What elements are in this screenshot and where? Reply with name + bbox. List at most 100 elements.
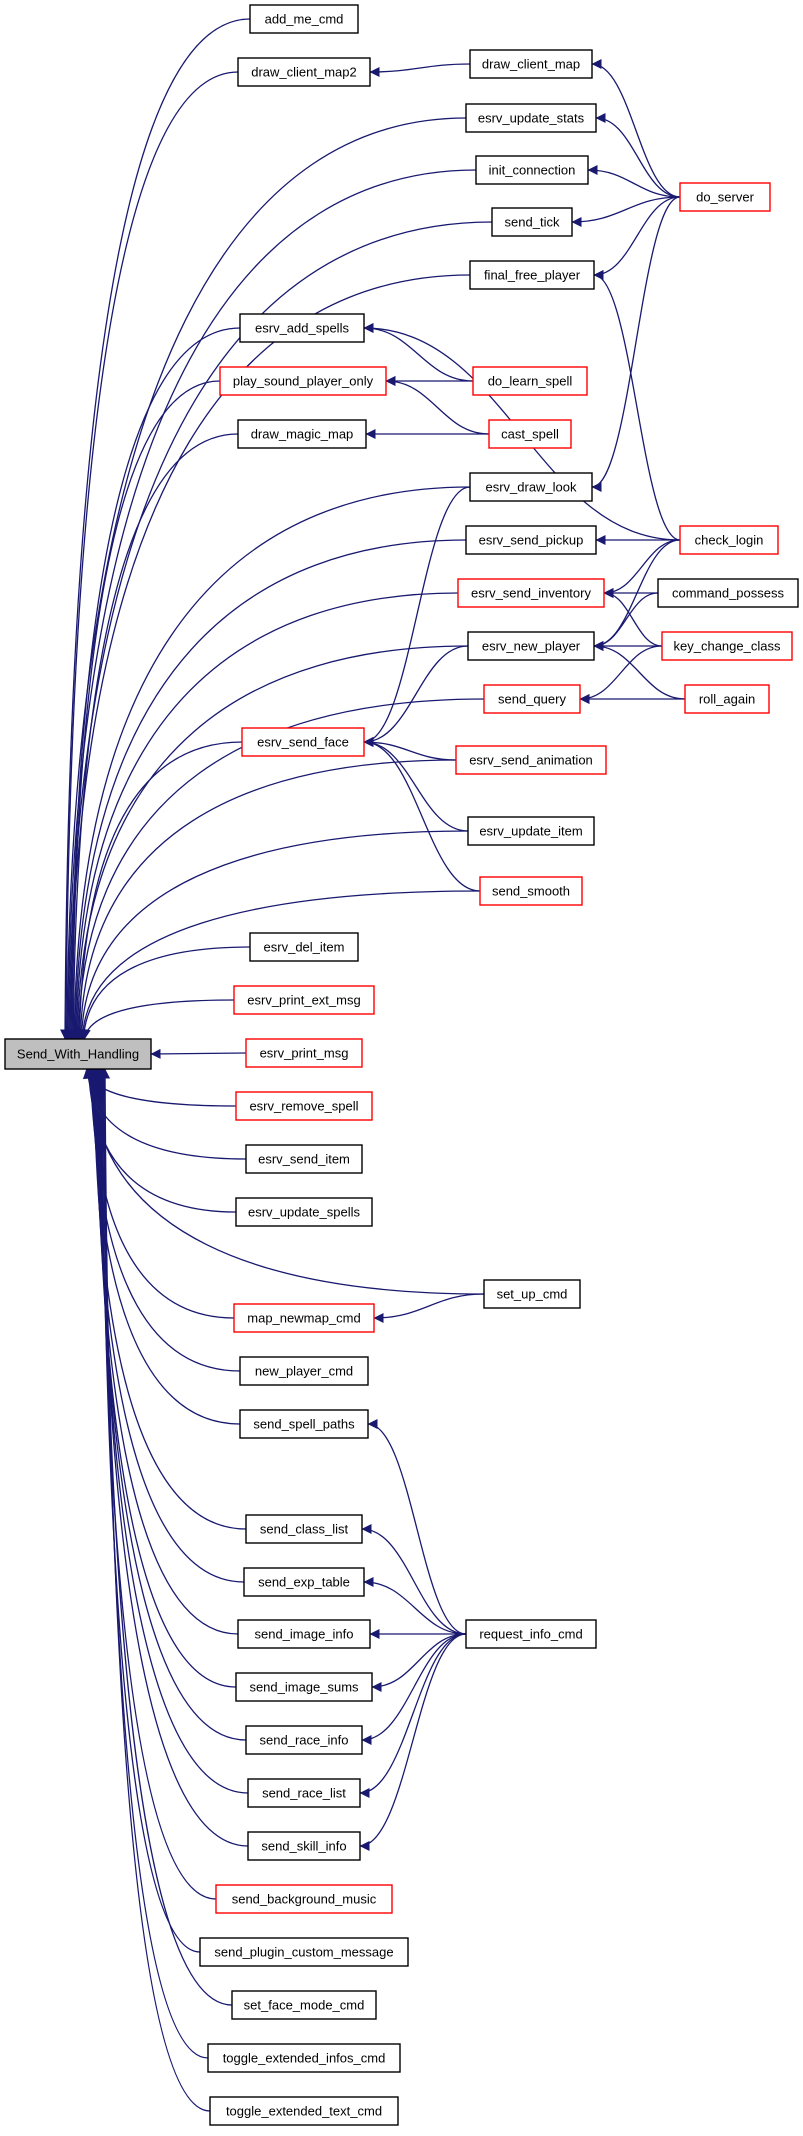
node-do-learn-spell[interactable]: do_learn_spell	[472, 366, 588, 396]
edge-group	[69, 486, 471, 1040]
edge-group	[100, 1068, 211, 2112]
node-draw-magic-map[interactable]: draw_magic_map	[237, 419, 367, 449]
node-esrv-draw-look[interactable]: esrv_draw_look	[469, 472, 593, 502]
edge-group	[595, 113, 681, 198]
node-esrv-del-item[interactable]: esrv_del_item	[249, 932, 359, 962]
node-send-plugin-custom-message[interactable]: send_plugin_custom_message	[199, 1937, 409, 1967]
edge-group	[75, 759, 457, 1040]
node-esrv-print-ext-msg[interactable]: esrv_print_ext_msg	[233, 985, 375, 1015]
edge-group	[79, 946, 251, 1040]
node-send-exp-table[interactable]: send_exp_table	[243, 1567, 365, 1597]
node-box	[239, 313, 365, 343]
node-do-server[interactable]: do_server	[679, 182, 771, 212]
node-command-possess[interactable]: command_possess	[657, 578, 799, 608]
node-label: esrv_del_item	[264, 939, 345, 954]
node-send-tick[interactable]: send_tick	[491, 207, 573, 237]
node-send-smooth[interactable]: send_smooth	[479, 876, 583, 906]
node-esrv-send-pickup[interactable]: esrv_send_pickup	[465, 525, 597, 555]
node-esrv-add-spells[interactable]: esrv_add_spells	[239, 313, 365, 343]
node-init-connection[interactable]: init_connection	[475, 155, 589, 185]
node-label: send_spell_paths	[253, 1416, 355, 1431]
edge-send-spell-paths-to-send-with-handling	[87, 1068, 241, 1425]
node-send-race-list[interactable]: send_race_list	[247, 1778, 361, 1808]
node-label: send_skill_info	[261, 1838, 346, 1853]
node-esrv-new-player[interactable]: esrv_new_player	[467, 631, 595, 661]
edge-key-change-class-to-esrv-send-inventory	[603, 588, 663, 647]
node-box	[457, 578, 605, 608]
node-send-query[interactable]: send_query	[483, 684, 581, 714]
node-box	[237, 419, 367, 449]
node-label: esrv_add_spells	[255, 320, 349, 335]
node-box	[249, 4, 359, 34]
node-cast-spell[interactable]: cast_spell	[488, 419, 572, 449]
edge-do-server-to-draw-client-map	[591, 59, 681, 198]
edge-request-info-cmd-to-send-spell-paths	[367, 1419, 467, 1635]
node-label: roll_again	[699, 691, 755, 706]
node-set-up-cmd[interactable]: set_up_cmd	[483, 1279, 581, 1309]
node-esrv-update-item[interactable]: esrv_update_item	[467, 816, 595, 846]
node-esrv-send-item[interactable]: esrv_send_item	[245, 1144, 363, 1174]
edge-group	[67, 380, 221, 1040]
edge-request-info-cmd-to-send-race-list	[359, 1633, 467, 1798]
edge-esrv-new-player-to-esrv-send-face	[363, 645, 469, 747]
node-esrv-send-face[interactable]: esrv_send_face	[241, 727, 365, 757]
node-esrv-send-inventory[interactable]: esrv_send_inventory	[457, 578, 605, 608]
node-add-me-cmd[interactable]: add_me_cmd	[249, 4, 359, 34]
edge-add-me-cmd-to-send-with-handling	[60, 18, 251, 1040]
node-esrv-send-animation[interactable]: esrv_send_animation	[455, 745, 607, 775]
node-check-login[interactable]: check_login	[679, 525, 779, 555]
node-box	[657, 578, 799, 608]
edge-roll-again-to-esrv-new-player	[593, 641, 686, 700]
node-box	[239, 1356, 369, 1386]
edge-group	[587, 165, 681, 198]
node-label: esrv_send_pickup	[479, 532, 584, 547]
edge-group	[82, 1068, 237, 1107]
node-toggle-extended-infos-cmd[interactable]: toggle_extended_infos_cmd	[207, 2043, 401, 2073]
node-box	[235, 1091, 373, 1121]
edge-do-server-to-send-tick	[571, 196, 681, 227]
node-send-with-handling[interactable]: Send_With_Handling	[4, 1038, 152, 1070]
node-send-image-sums[interactable]: send_image_sums	[235, 1672, 373, 1702]
edge-send-smooth-to-send-with-handling	[77, 890, 481, 1040]
edge-draw-magic-map-to-send-with-handling	[68, 433, 239, 1040]
node-label: esrv_update_spells	[248, 1204, 361, 1219]
edge-init-connection-to-send-with-handling	[63, 169, 477, 1040]
node-esrv-update-stats[interactable]: esrv_update_stats	[465, 103, 597, 133]
node-request-info-cmd[interactable]: request_info_cmd	[465, 1619, 597, 1649]
node-box	[472, 366, 588, 396]
node-set-face-mode-cmd[interactable]: set_face_mode_cmd	[231, 1990, 377, 2020]
node-toggle-extended-text-cmd[interactable]: toggle_extended_text_cmd	[209, 2096, 399, 2126]
node-final-free-player[interactable]: final_free_player	[469, 260, 595, 290]
edge-esrv-print-msg-to-send-with-handling	[150, 1048, 247, 1059]
node-send-class-list[interactable]: send_class_list	[245, 1514, 363, 1544]
edge-group	[359, 1633, 467, 1798]
node-send-race-info[interactable]: send_race_info	[245, 1725, 363, 1755]
node-label: send_smooth	[492, 883, 570, 898]
node-esrv-print-msg[interactable]: esrv_print_msg	[245, 1038, 363, 1068]
node-new-player-cmd[interactable]: new_player_cmd	[239, 1356, 369, 1386]
edge-toggle-extended-text-cmd-to-send-with-handling	[100, 1068, 211, 2112]
node-draw-client-map2[interactable]: draw_client_map2	[237, 57, 371, 87]
node-map-newmap-cmd[interactable]: map_newmap_cmd	[233, 1303, 375, 1333]
node-send-spell-paths[interactable]: send_spell_paths	[239, 1409, 369, 1439]
node-key-change-class[interactable]: key_change_class	[661, 631, 793, 661]
node-send-skill-info[interactable]: send_skill_info	[247, 1831, 361, 1861]
node-roll-again[interactable]: roll_again	[684, 684, 770, 714]
node-esrv-remove-spell[interactable]: esrv_remove_spell	[235, 1091, 373, 1121]
node-box	[247, 1831, 361, 1861]
node-send-background-music[interactable]: send_background_music	[215, 1884, 393, 1914]
edge-group	[593, 641, 686, 700]
node-label: request_info_cmd	[479, 1626, 582, 1641]
node-label: draw_magic_map	[251, 426, 354, 441]
node-draw-client-map[interactable]: draw_client_map	[469, 49, 593, 79]
node-box	[233, 985, 375, 1015]
node-box	[233, 1303, 375, 1333]
edge-group	[83, 1068, 247, 1160]
node-send-image-info[interactable]: send_image_info	[237, 1619, 371, 1649]
node-esrv-update-spells[interactable]: esrv_update_spells	[235, 1197, 373, 1227]
node-label: esrv_send_inventory	[471, 585, 591, 600]
node-play-sound-player-only[interactable]: play_sound_player_only	[219, 366, 387, 396]
edge-group	[359, 1633, 467, 1851]
edge-request-info-cmd-to-send-class-list	[361, 1524, 467, 1635]
node-label: do_server	[696, 189, 754, 204]
